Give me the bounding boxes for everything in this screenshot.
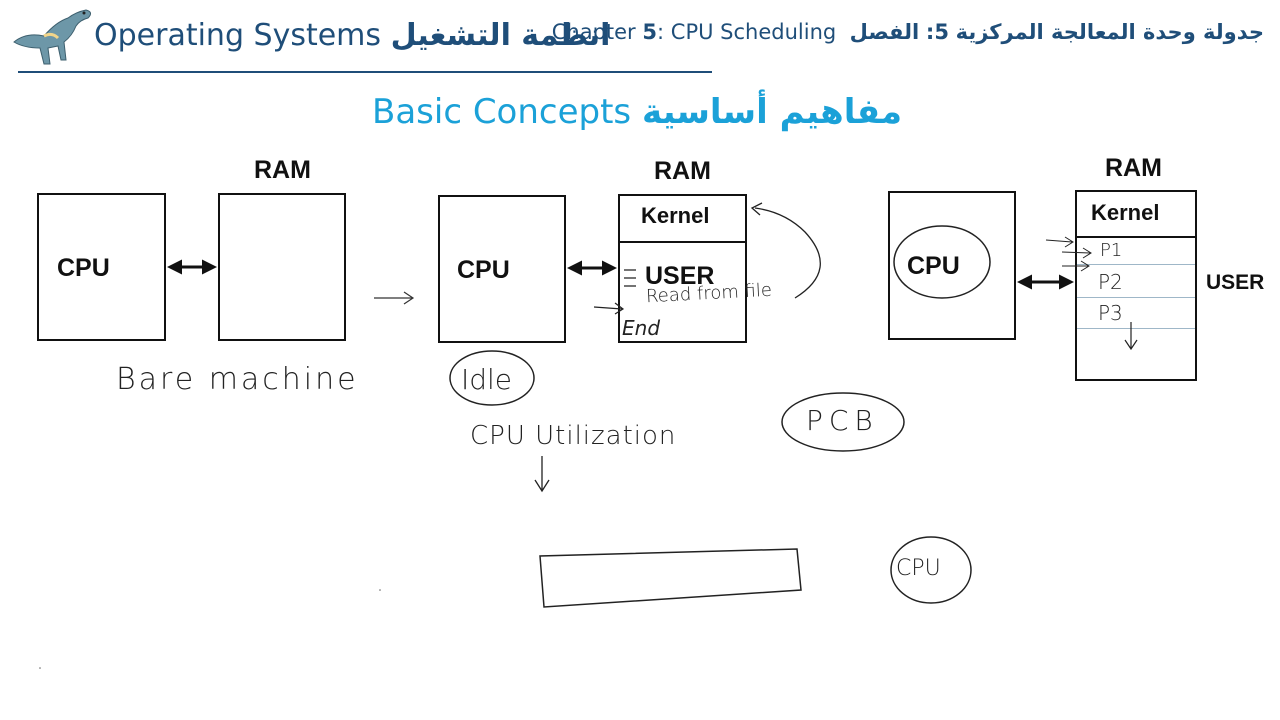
d3-ram-box xyxy=(1075,190,1197,381)
course-title: Operating Systems انظمة التشغيل xyxy=(94,18,610,53)
d2-ram-label: RAM xyxy=(654,157,711,185)
end-note: End xyxy=(622,316,661,340)
d3-kernel-divider xyxy=(1076,236,1196,238)
p1-inner-arrow xyxy=(1061,247,1092,259)
instruction-marks xyxy=(624,269,636,287)
p1-pointer-arrow xyxy=(1045,236,1074,248)
slide-header: Operating Systems انظمة التشغيل Chapter … xyxy=(0,0,1280,80)
chapter-word: Chapter xyxy=(551,20,636,44)
course-title-ar: انظمة التشغيل xyxy=(390,18,611,53)
utilization-bar xyxy=(539,548,802,608)
cpu-utilization-note: CPU Utilization xyxy=(470,421,677,451)
pc-pointer-arrow xyxy=(593,302,625,315)
idle-circle xyxy=(449,350,535,406)
slide-title: Basic Concepts مفاهيم أساسية xyxy=(372,92,902,132)
d2-ram-box xyxy=(618,194,747,343)
course-title-en: Operating Systems xyxy=(94,18,382,53)
bare-machine-note: Bare machine xyxy=(116,362,359,397)
transition-arrow xyxy=(374,291,415,305)
d3-slot-line-2 xyxy=(1077,297,1195,298)
chapter-title-ar: جدولة وحدة المعالجة المركزية xyxy=(955,20,1264,44)
d1-ram-box xyxy=(218,193,346,341)
d2-cpu-label: CPU xyxy=(457,256,510,284)
d3-cpu-box xyxy=(888,191,1016,340)
d3-slot-line-1 xyxy=(1077,264,1195,265)
d3-cpu-label: CPU xyxy=(907,252,960,280)
pcb-circle xyxy=(781,392,905,452)
d3-slot-line-3 xyxy=(1077,328,1195,329)
process-p1: P1 xyxy=(1100,240,1123,261)
slide-title-en: Basic Concepts xyxy=(372,92,632,132)
d1-ram-label: RAM xyxy=(254,156,311,184)
chapter-number: 5 xyxy=(642,20,658,44)
utilization-down-arrow xyxy=(534,456,550,493)
d3-user-label: USER xyxy=(1206,271,1265,294)
idle-note: Idle xyxy=(461,363,513,396)
chapter-prefix-ar: الفصل xyxy=(849,20,920,44)
dinosaur-logo-icon xyxy=(13,9,92,65)
slide-title-ar: مفاهيم أساسية xyxy=(641,92,902,132)
chapter-number-ar: 5 xyxy=(934,20,949,44)
d3-kernel-label: Kernel xyxy=(1091,200,1160,225)
cpu-circle-note: CPU xyxy=(896,556,941,581)
d2-user-label: USER xyxy=(645,262,715,290)
d3-cpu-circle xyxy=(893,225,991,299)
d2-cpu-box xyxy=(438,195,566,343)
return-to-kernel-arrow xyxy=(750,202,821,299)
d2-kernel-label: Kernel xyxy=(641,203,710,228)
d1-cpu-label: CPU xyxy=(57,254,110,282)
chapter-title-en: CPU Scheduling xyxy=(670,20,837,44)
header-rule xyxy=(18,71,712,73)
pcb-note: PCB xyxy=(806,404,879,437)
d2-kernel-divider xyxy=(619,241,746,243)
small-cpu-circle xyxy=(890,536,972,604)
chapter-heading: Chapter 5: CPU Scheduling جدولة وحدة الم… xyxy=(551,20,1264,44)
d3-ram-label: RAM xyxy=(1105,154,1162,182)
process-p2: P2 xyxy=(1098,270,1123,294)
process-p3: P3 xyxy=(1098,301,1123,325)
p2-pointer-arrow xyxy=(1062,260,1090,272)
d1-cpu-box xyxy=(37,193,166,341)
d3-down-arrow xyxy=(1124,322,1138,351)
